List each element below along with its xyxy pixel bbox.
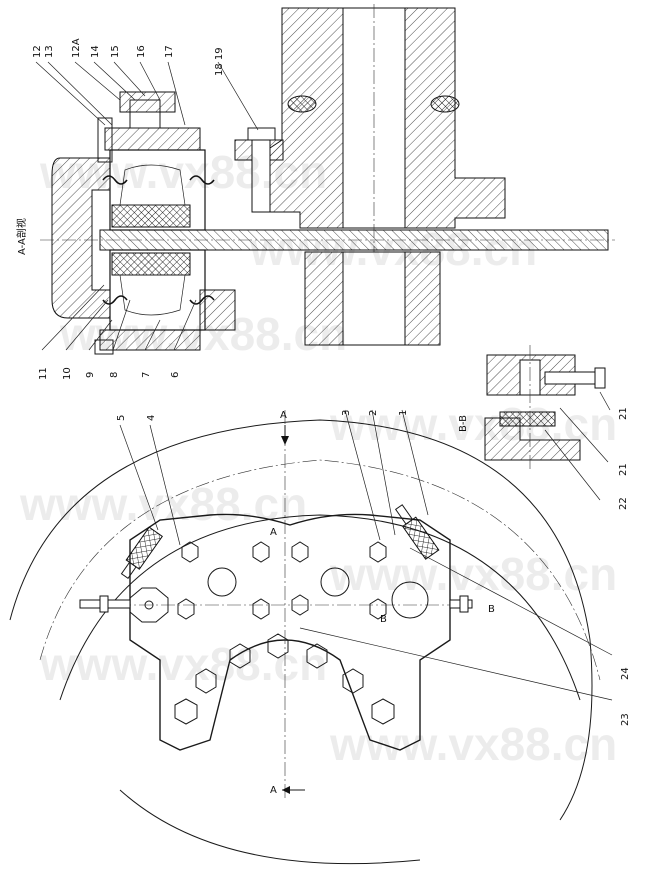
watermark-8: www.vx88.cn: [329, 718, 617, 770]
spindle-bore-lower: [342, 251, 406, 346]
callout-24: 24: [620, 667, 631, 680]
bb-screw-head: [594, 367, 606, 389]
bolt-bottom: [94, 339, 114, 355]
hex-bolt-3: [229, 643, 251, 669]
callout-11: 11: [38, 367, 49, 380]
view-mark-b-left: B: [380, 614, 387, 625]
section-b-b-view: B-B 21 21 22: [458, 345, 629, 510]
cone-lower: [119, 274, 186, 316]
dowel-left: [207, 567, 237, 597]
callout-23: 23: [620, 713, 631, 726]
watermark-1: www.vx88.cn: [39, 146, 327, 198]
callout-16: 16: [136, 45, 147, 58]
rubber-pad-lower: [111, 252, 191, 276]
left-cover-body: [51, 157, 111, 319]
spring-left-lower: [102, 295, 128, 305]
callouts-left-group: 11 10 9 8 7 6: [38, 284, 197, 380]
view-mark-b-right: B: [488, 604, 495, 615]
spring-right-upper: [189, 175, 215, 185]
callouts-right-group: 24 23: [299, 547, 631, 726]
callout-12: 12: [32, 45, 43, 58]
callout-13: 13: [44, 45, 55, 58]
callout-9: 9: [85, 372, 96, 378]
watermark-6: www.vx88.cn: [329, 548, 617, 600]
bottom-bracket: [99, 289, 236, 351]
callout-21a: 21: [618, 407, 629, 420]
hex-bolt-5: [306, 643, 328, 669]
dowel-right: [320, 567, 350, 597]
hex-bolt-6: [342, 668, 364, 694]
bolt-head-18: [247, 127, 276, 141]
callout-14: 14: [90, 45, 101, 58]
section-a-a-view: [40, 4, 615, 355]
clamp-bracket-top: [104, 127, 201, 151]
cone-upper: [119, 164, 186, 206]
callout-1819: 18 19: [214, 47, 225, 76]
section-b-title: B-B: [458, 415, 469, 432]
plan-view: [9, 410, 601, 865]
outer-arc: [9, 419, 593, 821]
watermark-2: www.vx88.cn: [249, 223, 537, 275]
seal-ring-right: [430, 95, 460, 113]
callout-4: 4: [146, 415, 157, 421]
bb-screw: [544, 371, 596, 385]
callout-6: 6: [170, 372, 181, 378]
watermark-3: www.vx88.cn: [59, 308, 347, 360]
view-mark-a-bottom: A: [270, 785, 277, 796]
callout-1: 1: [398, 410, 409, 416]
nut-16: [119, 91, 176, 113]
callout-5: 5: [116, 415, 127, 421]
spring-left-upper: [102, 175, 128, 185]
watermark-5: www.vx88.cn: [19, 478, 307, 530]
bolt-12: [97, 117, 113, 163]
left-hex-nut: [129, 587, 169, 623]
callout-2: 2: [368, 410, 379, 416]
spring-plunger-left: [120, 526, 163, 580]
callouts-mid-group: 5 4 3 2 1: [116, 410, 429, 546]
callout-21b: 21: [618, 463, 629, 476]
watermark-4: www.vx88.cn: [329, 398, 617, 450]
hex-bolt-2: [195, 668, 217, 694]
callout-8: 8: [109, 372, 120, 378]
callout-3: 3: [341, 410, 352, 416]
callout-22: 22: [618, 497, 629, 510]
rubber-pad-upper: [111, 204, 191, 228]
callout-17: 17: [164, 45, 175, 58]
pitch-arc: [39, 459, 601, 681]
hex-bolt-4: [267, 633, 289, 659]
spring-plunger-right: [394, 504, 440, 560]
round-boss-right: [391, 581, 429, 619]
seal-ring-left: [287, 95, 317, 113]
callout-12a: 12A: [71, 38, 82, 58]
hex-bolts-top: [177, 541, 387, 620]
watermark-7: www.vx88.cn: [39, 638, 327, 690]
watermark-group: www.vx88.cn www.vx88.cn www.vx88.cn www.…: [19, 146, 617, 770]
hex-bolts-arc: [174, 633, 395, 725]
bolt-shank-19: [251, 139, 271, 213]
section-title: A-A剖视: [15, 218, 28, 255]
spring-right-lower: [189, 295, 215, 305]
bottom-arc: [119, 789, 421, 865]
hex-bolt-7: [371, 698, 395, 725]
callout-7: 7: [141, 372, 152, 378]
view-mark-a-mid: A: [270, 527, 277, 538]
bb-pad: [499, 411, 556, 427]
callouts-top-group: 12 13 12A 14 15 16 17 18 19: [32, 38, 259, 131]
callout-10: 10: [62, 367, 73, 380]
hex-bolt-1: [174, 698, 198, 725]
view-mark-a-top: A: [280, 410, 287, 421]
left-hex-hole: [144, 600, 154, 610]
callout-15: 15: [110, 45, 121, 58]
